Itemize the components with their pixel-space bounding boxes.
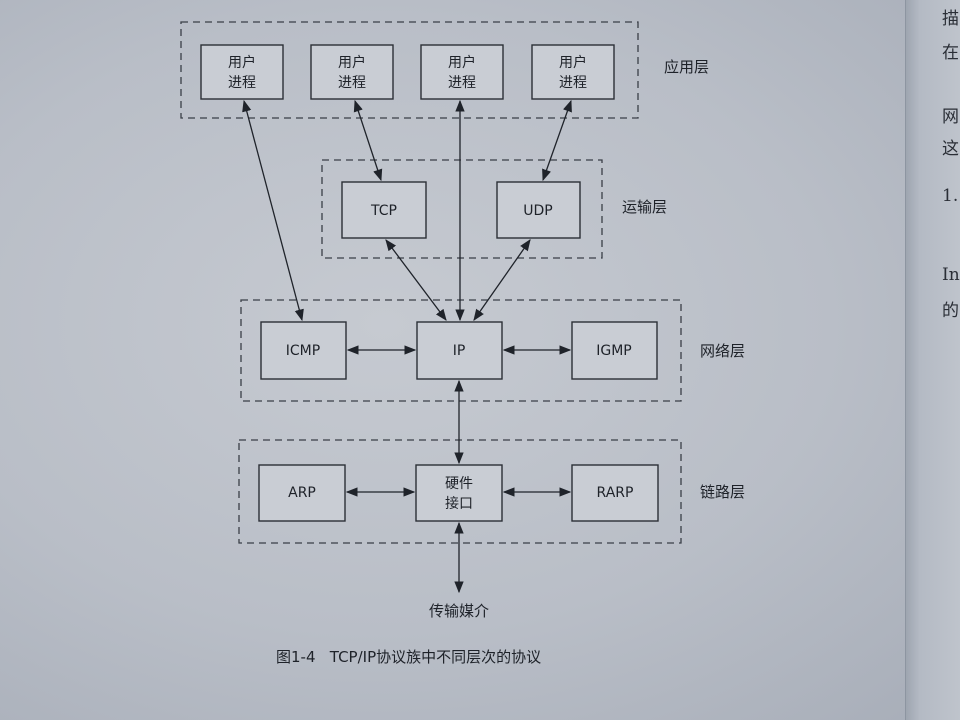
facing-page-edge: 描 在 网 这 1. In 的 bbox=[905, 0, 960, 720]
arp-label: ARP bbox=[288, 485, 316, 501]
layer-label-application: 应用层 bbox=[664, 58, 709, 76]
arrow-udp-ip bbox=[473, 239, 531, 321]
facing-page-text: 的 bbox=[942, 301, 959, 321]
rarp-label: RARP bbox=[597, 485, 634, 501]
figure-caption: 图1-4 TCP/IP协议族中不同层次的协议 bbox=[276, 648, 541, 666]
facing-page-text: 网 bbox=[942, 107, 959, 127]
application-layer-frame bbox=[180, 21, 639, 119]
user-process-label-line2: 进程 bbox=[338, 75, 366, 91]
rarp-box: RARP bbox=[571, 464, 659, 522]
user-process-box-3: 用户 进程 bbox=[420, 44, 504, 100]
user-process-label-line2: 进程 bbox=[448, 75, 476, 91]
ip-label: IP bbox=[453, 343, 466, 359]
udp-box: UDP bbox=[496, 181, 581, 239]
facing-page-text: 描 bbox=[942, 9, 959, 29]
hardware-interface-line1: 硬件 bbox=[445, 476, 473, 492]
facing-page-text: 1. bbox=[942, 186, 959, 206]
user-process-label-line1: 用户 bbox=[448, 54, 476, 71]
icmp-box: ICMP bbox=[260, 321, 347, 380]
arrow-process4-udp bbox=[542, 99, 572, 182]
transmission-medium-label: 传输媒介 bbox=[429, 602, 489, 620]
arp-box: ARP bbox=[258, 464, 346, 522]
icmp-label: ICMP bbox=[286, 343, 320, 359]
arrow-tcp-ip bbox=[385, 239, 447, 321]
arrow-process1-icmp bbox=[242, 99, 304, 322]
facing-page-text: 这 bbox=[942, 139, 959, 159]
hardware-interface-box: 硬件 接口 bbox=[415, 464, 503, 522]
igmp-label: IGMP bbox=[596, 343, 632, 359]
layer-label-transport: 运输层 bbox=[622, 198, 667, 216]
arrow-process2-tcp bbox=[353, 99, 383, 182]
layer-label-network: 网络层 bbox=[700, 342, 745, 360]
udp-label: UDP bbox=[523, 203, 552, 219]
user-process-label-line1: 用户 bbox=[338, 54, 366, 71]
user-process-label-line2: 进程 bbox=[228, 75, 256, 91]
user-process-box-1: 用户 进程 bbox=[200, 44, 284, 100]
tcp-box: TCP bbox=[341, 181, 427, 239]
ip-box: IP bbox=[416, 321, 503, 380]
user-process-label-line1: 用户 bbox=[228, 54, 256, 71]
hardware-interface-line2: 接口 bbox=[445, 495, 473, 512]
tcpip-protocol-diagram: 应用层 运输层 网络层 链路层 用户 进程 用户 进程 用户 进程 用户 进程 … bbox=[180, 21, 745, 666]
facing-page-text: In bbox=[942, 265, 960, 285]
igmp-box: IGMP bbox=[571, 321, 658, 380]
facing-page-text: 在 bbox=[942, 43, 959, 63]
user-process-box-2: 用户 进程 bbox=[310, 44, 394, 100]
layer-label-link: 链路层 bbox=[700, 483, 745, 501]
tcp-label: TCP bbox=[370, 203, 397, 219]
user-process-label-line2: 进程 bbox=[559, 75, 587, 91]
user-process-box-4: 用户 进程 bbox=[531, 44, 615, 100]
user-process-label-line1: 用户 bbox=[559, 54, 587, 71]
